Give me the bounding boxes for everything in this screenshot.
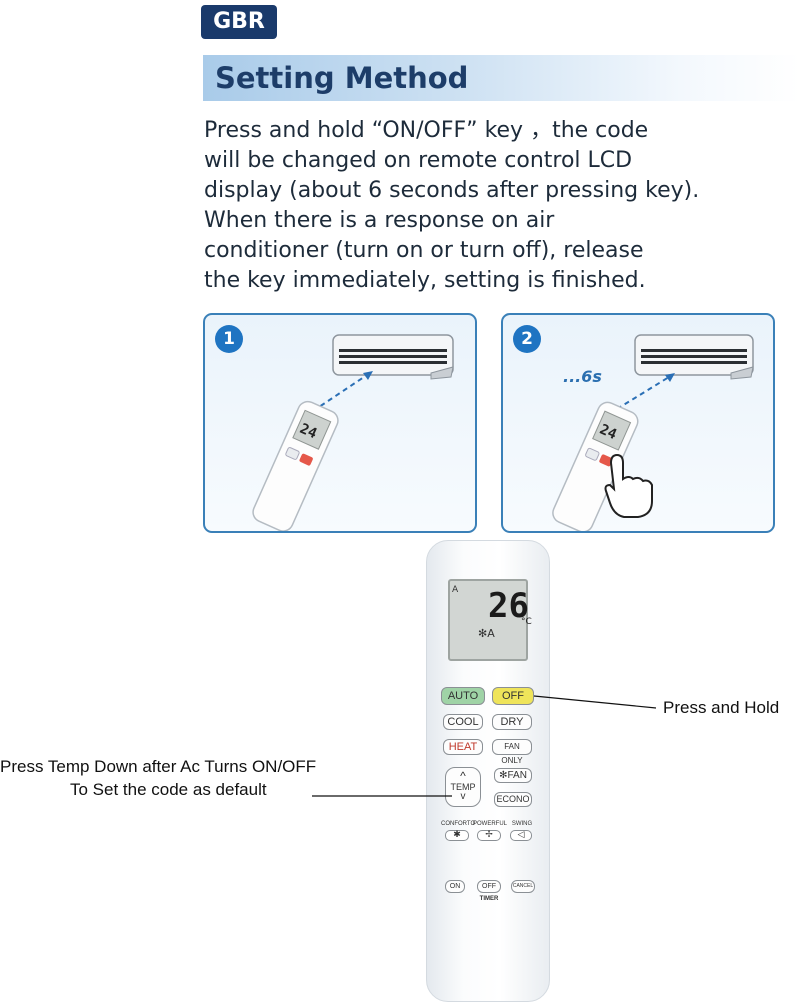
powerful-button[interactable]: ✢ — [477, 830, 501, 841]
instruction-line: will be changed on remote control LCD — [204, 148, 633, 173]
auto-button[interactable]: AUTO — [441, 687, 485, 705]
powerful-label: POWERFUL — [473, 821, 508, 827]
callout-line-right — [533, 695, 657, 709]
heading-band — [203, 55, 800, 101]
step-number: 2 — [513, 325, 541, 353]
temp-label: TEMP — [450, 782, 476, 792]
step-number: 1 — [215, 325, 243, 353]
delay-label: ...6s — [563, 367, 602, 386]
remote-icon: 24 — [252, 400, 339, 531]
signal-arrow — [312, 374, 368, 412]
instructions: Press and hold “ON/OFF” key ，the code wi… — [204, 116, 800, 296]
ac-unit-icon — [332, 334, 454, 380]
lcd-fan-icon: ✻A — [478, 627, 495, 640]
fan-label: FAN — [507, 770, 527, 781]
lcd-digits: 24 — [297, 421, 319, 442]
temp-down-callout-line2: To Set the code as default — [70, 780, 267, 799]
signal-arrow — [616, 376, 670, 410]
instruction-line: display (about 6 seconds after pressing … — [204, 178, 700, 203]
lcd-temperature: 26 — [488, 586, 529, 626]
conforto-button[interactable]: ✱ — [445, 830, 469, 841]
dry-button[interactable]: DRY — [492, 714, 532, 730]
timer-cancel-button[interactable]: CANCEL — [511, 880, 535, 893]
swing-label: SWING — [511, 821, 533, 827]
econo-button[interactable]: ECONO — [494, 792, 532, 807]
temp-up-icon[interactable]: ^ — [460, 769, 466, 783]
ac-unit-icon — [634, 334, 754, 380]
step-panel-1: 1 24 — [203, 313, 477, 533]
page-title: Setting Method — [215, 61, 469, 95]
lcd-unit: °C — [521, 617, 532, 627]
press-and-hold-callout: Press and Hold — [663, 698, 780, 717]
timer-on-button[interactable]: ON — [445, 880, 465, 893]
fan-only-button[interactable]: FAN ONLY — [492, 739, 532, 765]
lcd-display — [448, 579, 528, 661]
timer-label: TIMER — [479, 896, 499, 902]
fan-icon: ✻ — [499, 770, 508, 781]
lcd-digits: 24 — [597, 422, 619, 443]
temp-down-callout-line1: Press Temp Down after Ac Turns ON/OFF — [0, 757, 317, 776]
swing-button[interactable]: ◁ — [510, 830, 532, 841]
conforto-label: CONFORTO — [441, 821, 476, 827]
fan-button[interactable]: ✻FAN — [494, 768, 532, 783]
hand-pointer-icon — [604, 453, 653, 518]
timer-off-button[interactable]: OFF — [477, 880, 501, 893]
region-tag: GBR — [201, 5, 277, 39]
off-button[interactable]: OFF — [492, 687, 534, 705]
temp-down-icon[interactable]: v — [460, 791, 466, 802]
step-panel-2: 2 ...6s 24 — [501, 313, 775, 533]
cool-button[interactable]: COOL — [443, 714, 483, 730]
temp-rocker[interactable]: ^ TEMP v — [445, 767, 481, 807]
heat-button[interactable]: HEAT — [443, 739, 483, 755]
instruction-line: conditioner (turn on or turn off), relea… — [204, 238, 644, 263]
remote-icon: 24 — [552, 401, 639, 531]
instruction-line: the key immediately, setting is finished… — [204, 268, 646, 293]
instruction-line: When there is a response on air — [204, 208, 555, 233]
instruction-line: Press and hold “ON/OFF” key ，the code — [204, 118, 649, 143]
step-illustration: 24 — [552, 334, 754, 531]
step-illustration: 24 — [252, 334, 454, 531]
lcd-mode-icon: A — [452, 585, 459, 595]
